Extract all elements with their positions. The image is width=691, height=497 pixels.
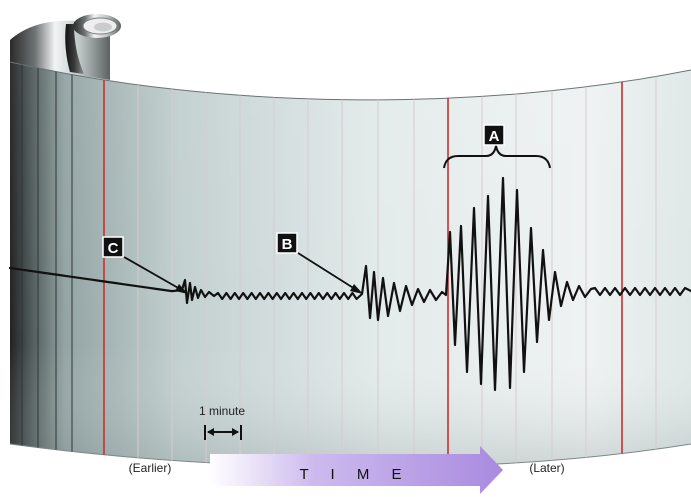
marker-c: C (102, 236, 188, 294)
time-arrow (210, 446, 503, 494)
time-grid-lines (21, 62, 657, 468)
scale-label: 1 minute (199, 404, 245, 418)
marker-c-label: C (108, 240, 119, 257)
later-label: (Later) (529, 461, 564, 475)
marker-a: A (443, 124, 551, 169)
earlier-label: (Earlier) (129, 461, 172, 475)
paper-strip (9, 61, 691, 468)
marker-a-label: A (489, 128, 500, 145)
one-minute-scale: 1 minute (199, 404, 245, 440)
wave-group-bracket (443, 145, 551, 169)
marker-b-label: B (282, 236, 293, 253)
paper-roll (10, 14, 121, 80)
time-label: T I M E (299, 466, 410, 483)
marker-b: B (276, 232, 363, 294)
time-axis: (Earlier) T I M E (Later) (129, 446, 565, 494)
